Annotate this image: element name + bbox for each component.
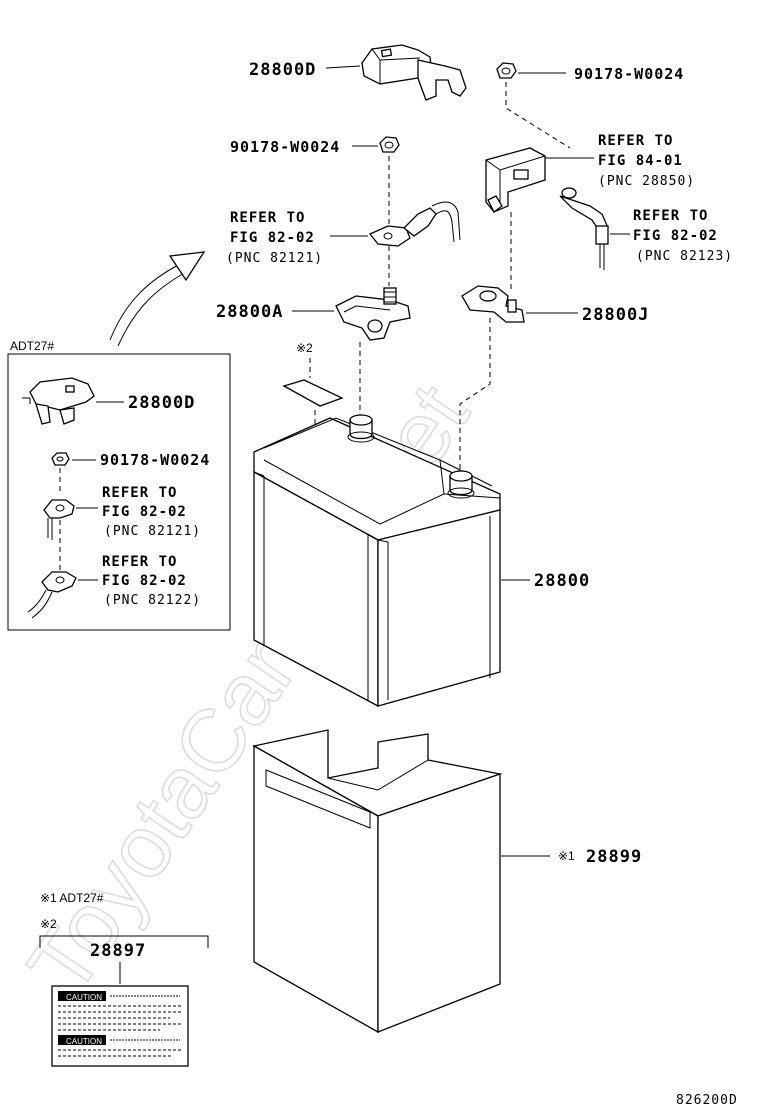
inset-ref2-line2[interactable]: FIG 82-02: [102, 573, 187, 589]
battery-insulator[interactable]: [252, 729, 503, 1034]
part-number-90178-left[interactable]: 90178-W0024: [230, 138, 340, 156]
part-number-90178-right[interactable]: 90178-W0024: [574, 65, 684, 83]
inset-clamp-2[interactable]: [27, 571, 77, 619]
inset-part-number-28800d[interactable]: 28800D: [128, 393, 195, 413]
inset-title: ADT27#: [10, 339, 54, 353]
ref-right-line1: REFER TO: [633, 208, 708, 224]
inset-ref1-line2[interactable]: FIG 82-02: [102, 504, 187, 520]
inset-box: [7, 353, 231, 631]
positive-cable-assembly[interactable]: [559, 187, 609, 270]
ref-right-top-line2[interactable]: FIG 84-01: [598, 153, 683, 169]
legend-note-2: ※2: [40, 917, 57, 931]
negative-cable-clamp[interactable]: [368, 201, 461, 247]
ref-right-line2[interactable]: FIG 82-02: [633, 228, 718, 244]
ref-right-line3: (PNC 82123): [636, 249, 733, 264]
ref-right-top-line3: (PNC 28850): [598, 174, 695, 189]
legend-note-1: ※1 ADT27#: [40, 891, 104, 905]
part-number-28800d[interactable]: 28800D: [249, 60, 316, 80]
nut-left[interactable]: [379, 136, 400, 153]
inset-nut[interactable]: [51, 452, 70, 466]
inset-cover[interactable]: [22, 377, 95, 425]
inset-ref1-line3: (PNC 82121): [104, 524, 201, 539]
part-number-28800[interactable]: 28800: [534, 571, 590, 591]
part-number-28899[interactable]: 28899: [586, 847, 642, 867]
inset-part-number-90178[interactable]: 90178-W0024: [100, 451, 210, 469]
mark-1-prefix: ※1: [558, 849, 575, 863]
ref-left-line3: (PNC 82121): [226, 251, 323, 266]
inset-ref2-line3: (PNC 82122): [104, 593, 201, 608]
part-number-28800a[interactable]: 28800A: [216, 302, 283, 322]
battery-body[interactable]: [253, 414, 501, 708]
curved-arrow-icon: [109, 251, 206, 347]
mark-2-label: ※2: [296, 341, 313, 355]
ref-left-line2[interactable]: FIG 82-02: [230, 230, 315, 246]
inset-clamp-1[interactable]: [43, 499, 75, 540]
part-number-28897[interactable]: 28897: [90, 941, 146, 961]
inset-ref1-line1: REFER TO: [102, 485, 177, 501]
fusible-link-block[interactable]: [485, 147, 546, 213]
battery-terminal-cover-part[interactable]: [361, 44, 467, 101]
diagram-code: 826200D: [676, 1093, 738, 1108]
negative-terminal[interactable]: [335, 287, 411, 341]
part-number-28800j[interactable]: 28800J: [582, 305, 649, 325]
ref-right-top-line1: REFER TO: [598, 133, 673, 149]
caution-label-illustration[interactable]: CAUTION CAUTION: [51, 985, 189, 1067]
ref-left-line1: REFER TO: [230, 210, 305, 226]
positive-terminal[interactable]: [461, 285, 525, 323]
caution-tag-top: CAUTION: [66, 993, 102, 1002]
warning-label-sticker[interactable]: [282, 379, 344, 407]
nut-right[interactable]: [496, 62, 517, 79]
inset-ref2-line1: REFER TO: [102, 554, 177, 570]
legend-bracket: [39, 935, 209, 948]
caution-tag-bottom: CAUTION: [66, 1037, 102, 1046]
